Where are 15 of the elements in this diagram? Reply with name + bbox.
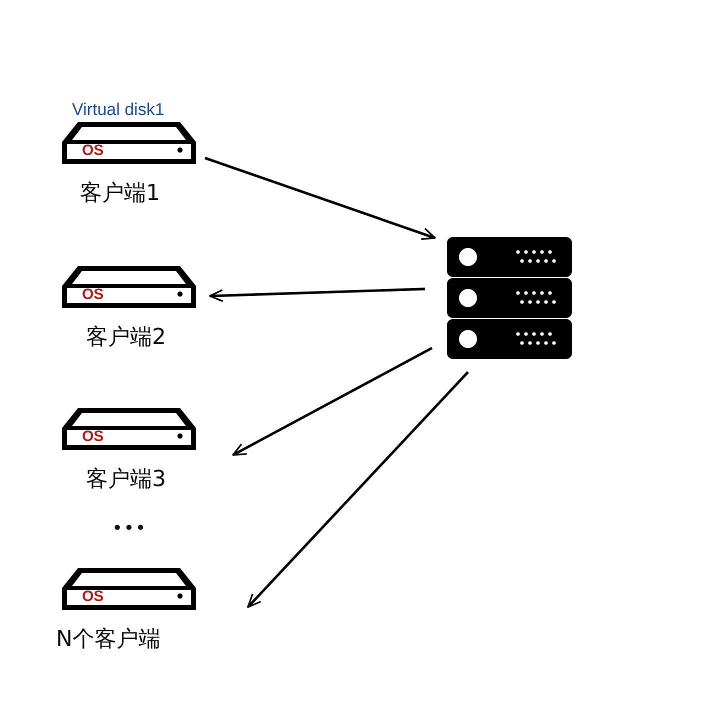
arrow bbox=[204, 156, 436, 240]
ellipsis: ••• bbox=[112, 518, 147, 539]
os-label: OS bbox=[82, 286, 104, 303]
os-label: OS bbox=[82, 588, 104, 605]
os-label: OS bbox=[82, 428, 104, 445]
disk-label: Virtual disk1 bbox=[72, 100, 164, 120]
arrow bbox=[247, 371, 469, 608]
arrow bbox=[209, 288, 426, 302]
client-caption: 客户端3 bbox=[86, 466, 166, 494]
client-caption: N个客户端 bbox=[56, 626, 160, 654]
arrow bbox=[232, 346, 433, 456]
client-caption: 客户端2 bbox=[86, 324, 166, 352]
os-label: OS bbox=[82, 142, 104, 159]
server-icon bbox=[447, 237, 572, 359]
client-caption: 客户端1 bbox=[80, 180, 160, 208]
